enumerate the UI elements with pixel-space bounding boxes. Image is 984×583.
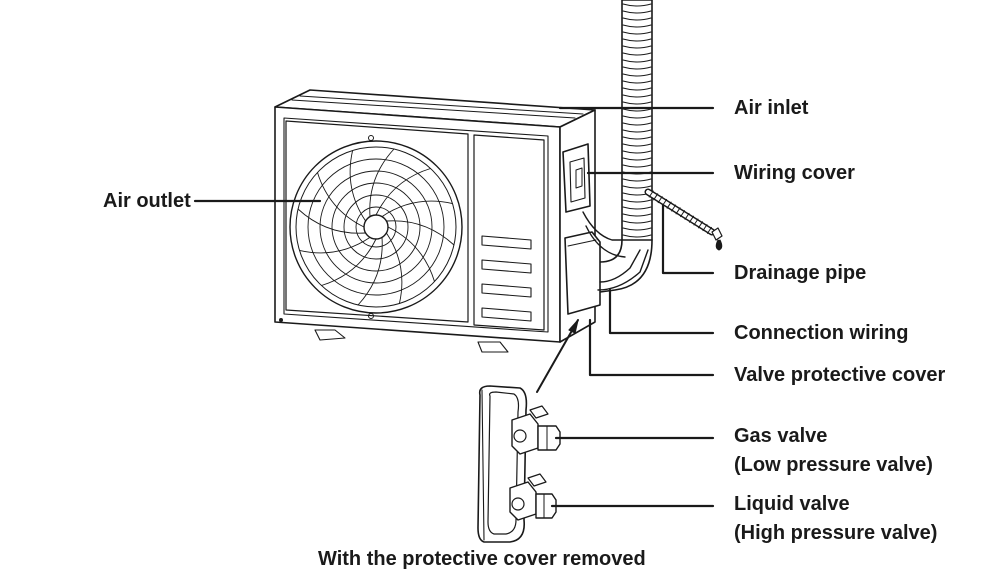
drain-rib [671,204,677,212]
leader-valve-cover [588,318,715,377]
pipe-rib [622,45,652,49]
drain-rib [653,193,659,201]
pipe-rib [622,178,652,182]
pipe-rib [622,213,652,217]
drain-rib [680,210,686,218]
pipe-rib [622,234,652,238]
connection-wiring [582,211,649,291]
pipe-rib [622,3,652,7]
leader-drainage-pipe [661,203,715,275]
outdoor-unit [274,89,596,353]
leader-lines [193,106,715,508]
wiring-cover [562,143,591,213]
pipe-rib [622,199,652,203]
pipe-rib [622,136,652,140]
pipe-rib [622,101,652,105]
fan-spoke [381,200,453,218]
pipe-rib [622,185,652,189]
drain-rib [693,218,699,226]
label-valve-protective-cover: Valve protective cover [734,364,946,386]
fan-spoke [385,232,403,304]
pipe-rib [622,59,652,63]
pipe-rib [622,73,652,77]
liquid-valve-body [509,473,557,521]
leader-connection-wiring [608,288,715,335]
drain-rib [702,224,708,232]
valve-protective-cover [564,231,601,315]
pipe-rib [622,66,652,70]
fan-spoke [385,220,455,246]
fan-ring [307,158,445,296]
valve-detail [477,385,561,543]
label-liquid-valve-sub: (High pressure valve) [734,522,938,544]
label-connection-wiring: Connection wiring [734,322,909,344]
pipe-rib [622,17,652,21]
fan-spoke [317,172,365,228]
pipe-rib [622,108,652,112]
pipe-rib [622,122,652,126]
label-wiring-cover: Wiring cover [734,162,855,184]
drain-rib [666,201,672,209]
pipe-rib [622,94,652,98]
fan-grille [289,140,463,314]
fan-spoke [321,238,377,286]
label-drainage-pipe: Drainage pipe [734,262,867,284]
drain-rib [675,207,681,215]
pipe-rib [622,31,652,35]
drainage-pipe [644,188,723,251]
pipe-rib [622,10,652,14]
fan-ring [331,182,421,272]
drain-rib [657,196,663,204]
pipe-rib [622,24,652,28]
drain-rib [697,221,703,229]
pipe-rib [622,206,652,210]
label-gas-valve-sub: (Low pressure valve) [734,454,933,476]
drain-rib [648,190,654,198]
label-air-outlet: Air outlet [103,190,191,212]
drain-rib [684,212,690,220]
fan-spoke [299,236,371,254]
pipe-rib [622,157,652,161]
fan-spoke [349,150,367,222]
drain-rib [689,215,695,223]
caption-cover-removed: With the protective cover removed [318,548,646,570]
drain-rib [706,226,712,234]
fan-spoke [387,226,435,282]
pipe-rib [622,38,652,42]
pipe-rib [622,220,652,224]
label-liquid-valve: Liquid valve [734,493,850,515]
pipe-rib [622,115,652,119]
pipe-rib [622,150,652,154]
fan-ring [355,206,397,248]
fan-spoke [375,168,431,216]
label-air-inlet: Air inlet [734,97,809,119]
fan-spoke [297,208,367,234]
pipe-rib [622,80,652,84]
pipe-rib [622,52,652,56]
label-gas-valve: Gas valve [734,425,828,447]
fan-ring [319,170,433,284]
pipe-rib [622,129,652,133]
pipe-rib [622,164,652,168]
gas-valve-body [511,405,561,455]
pipe-rib [622,227,652,231]
fan-ring [343,194,409,260]
detail-arrow [536,319,579,393]
pipe-rib [622,143,652,147]
pipe-rib [622,87,652,91]
fan-spoke [369,148,395,218]
fan-spoke [357,236,383,306]
